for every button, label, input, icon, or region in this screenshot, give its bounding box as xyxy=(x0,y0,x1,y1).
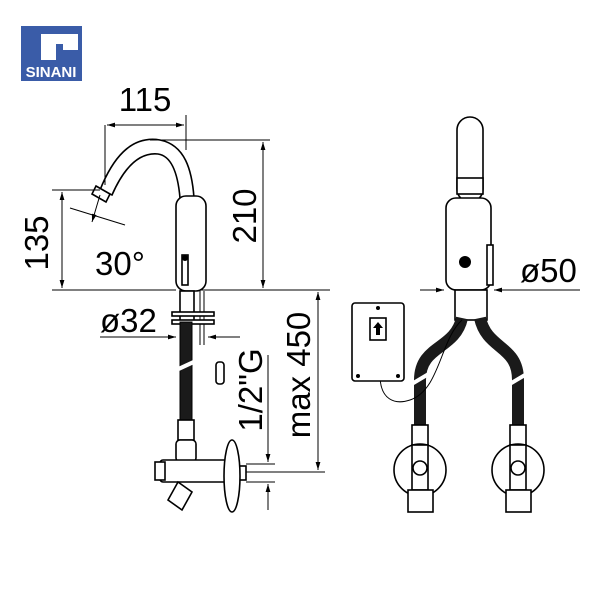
dimension-diameter-50: ø50 xyxy=(520,252,577,289)
control-box xyxy=(351,302,405,382)
dimension-thread: 1/2"G xyxy=(232,348,269,431)
logo-text: SINANI xyxy=(26,64,77,81)
right-valve xyxy=(491,424,545,513)
left-valve xyxy=(393,424,447,513)
side-view-faucet xyxy=(52,115,330,513)
dimension-height: 210 xyxy=(226,188,263,243)
front-view-faucet xyxy=(351,116,580,513)
dimension-spout-height: 135 xyxy=(18,215,55,270)
dimension-width: 115 xyxy=(119,81,172,118)
dimension-diameter-32: ø32 xyxy=(100,302,157,339)
angle-valve xyxy=(154,439,247,513)
dimension-hose-length: max 450 xyxy=(280,312,317,439)
nut xyxy=(215,361,225,385)
dimension-angle: 30° xyxy=(95,245,145,282)
sinani-logo: SINANI xyxy=(21,26,82,81)
